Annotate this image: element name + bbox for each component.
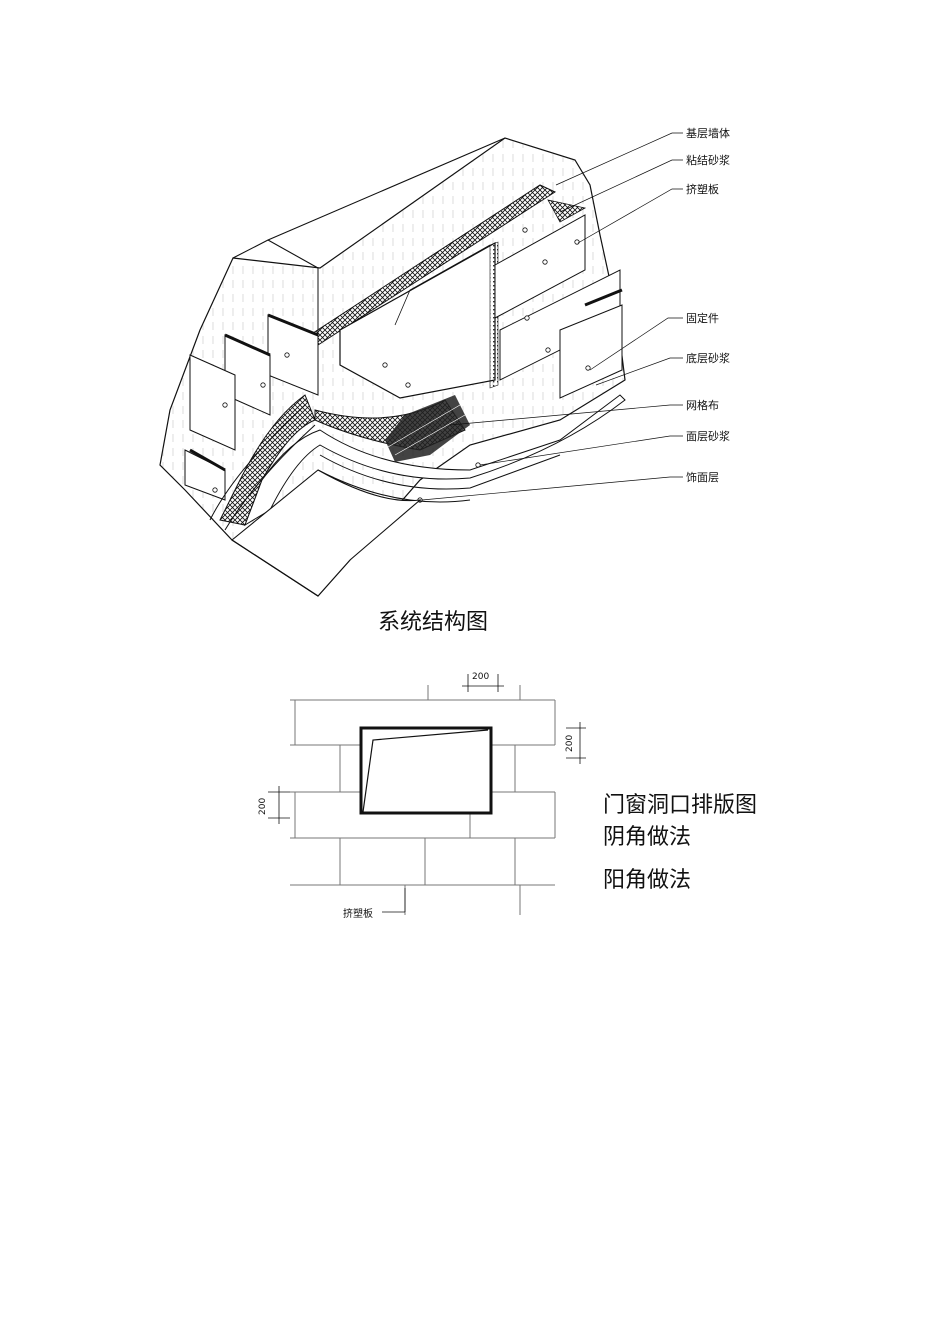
opening-layout-drawing <box>268 674 586 915</box>
dimension-right: 200 <box>565 734 575 752</box>
callout-xps-board: 挤塑板 <box>686 183 719 196</box>
window-opening-frame <box>359 726 493 815</box>
callout-finish-coat-mortar: 面层砂浆 <box>686 430 730 443</box>
outside-corner-caption: 阳角做法 <box>603 868 692 893</box>
mesh-layer <box>219 394 316 526</box>
opening-layout-caption: 门窗洞口排版图 <box>603 793 758 818</box>
callout-base-wall: 基层墙体 <box>686 127 730 140</box>
callout-finish-layer: 饰面层 <box>686 471 719 484</box>
system-structure-caption: 系统结构图 <box>378 610 489 635</box>
dimension-top: 200 <box>472 672 490 682</box>
system-structure-drawing <box>159 132 683 597</box>
callout-mesh: 网格布 <box>686 399 719 412</box>
dimension-left: 200 <box>258 797 268 815</box>
callout-base-coat: 底层砂浆 <box>686 352 730 365</box>
window-opening <box>339 241 496 399</box>
xps-board-label: 挤塑板 <box>343 909 373 920</box>
inside-corner-caption: 阴角做法 <box>603 825 692 850</box>
callout-anchor: 固定件 <box>686 312 719 325</box>
callout-bonding-mortar: 粘结砂浆 <box>686 154 730 167</box>
